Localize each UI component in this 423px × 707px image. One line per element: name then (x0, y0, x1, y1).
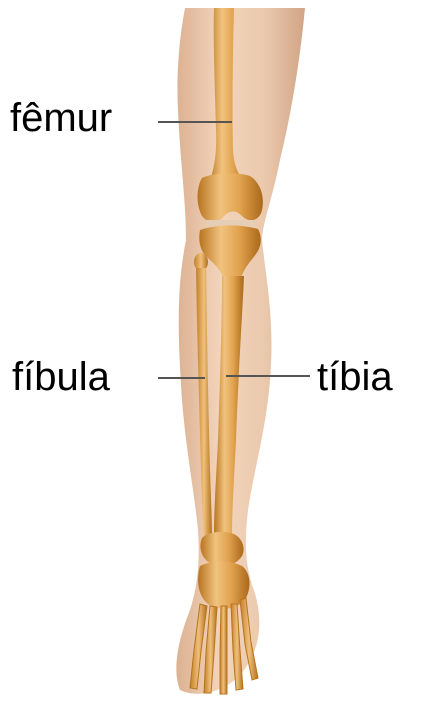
knee-joint (206, 220, 256, 226)
ankle-bones (200, 532, 243, 566)
femur-label: fêmur (10, 98, 112, 138)
fibula-label: fíbula (12, 357, 110, 397)
tibia-label: tíbia (317, 357, 393, 397)
